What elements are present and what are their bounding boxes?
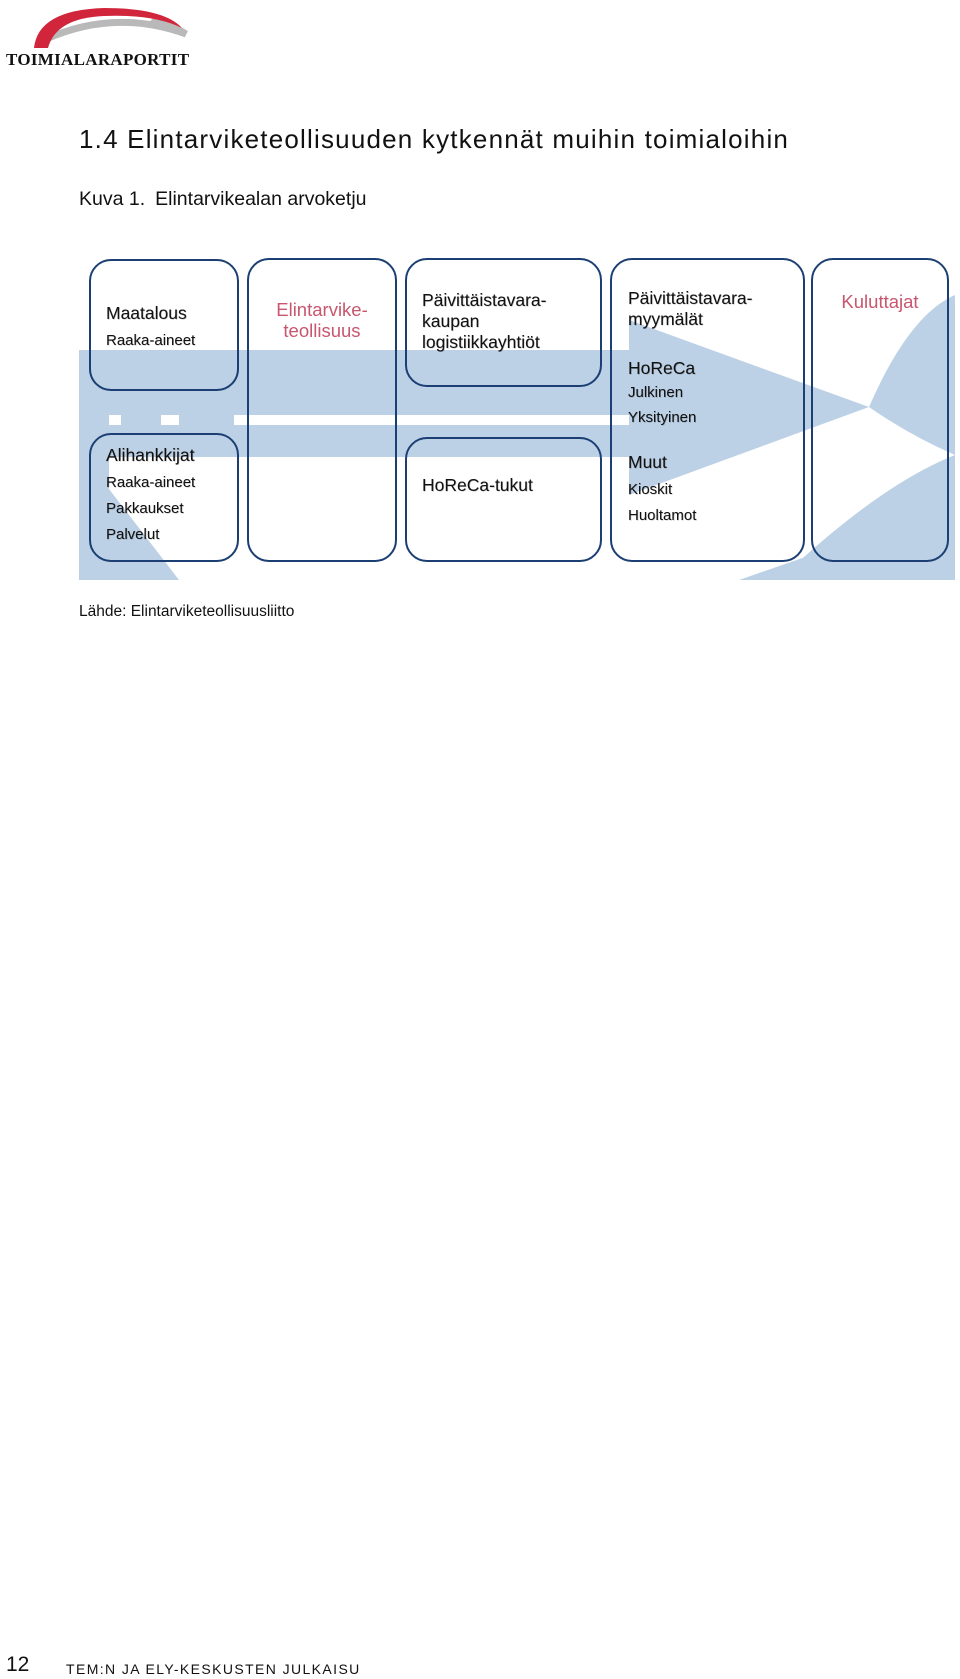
label-logistiikka-line1: Päivittäistavara-: [422, 290, 547, 310]
figure-caption: Kuva 1. Elintarvikealan arvoketju: [79, 188, 367, 211]
figure-title: Elintarvikealan arvoketju: [155, 188, 367, 210]
logo-arc-icon: [34, 8, 188, 48]
box-myymalat: [610, 258, 805, 562]
label-alihankkijat-item-3: Palvelut: [106, 526, 160, 543]
label-horeca-tukut: HoReCa-tukut: [422, 475, 533, 495]
label-logistiikka-line3: logistiikkayhtiöt: [422, 332, 540, 352]
page-number: 12: [6, 1653, 30, 1676]
label-teollisuus-line2: teollisuus: [283, 320, 361, 341]
figure-source: Lähde: Elintarviketeollisuusliitto: [79, 603, 295, 620]
footer-publication: TEM:N JA ELY-KESKUSTEN JULKAISU: [66, 1661, 361, 1677]
box-logistiikkayhtiot: [405, 258, 602, 387]
box-maatalous: [89, 259, 239, 391]
value-chain-diagram: Maatalous Raaka-aineet Alihankkijat Raak…: [79, 255, 955, 580]
label-muut-item-2: Huoltamot: [628, 507, 697, 524]
label-logistiikka-line2: kaupan: [422, 311, 480, 331]
label-horeca-item-1: Julkinen: [628, 384, 684, 401]
label-maatalous-item: Raaka-aineet: [106, 332, 196, 349]
box-elintarviketeollisuus: [247, 258, 397, 562]
label-maatalous: Maatalous: [106, 303, 187, 323]
section-heading: 1.4 Elintarviketeollisuuden kytkennät mu…: [79, 124, 790, 154]
box-horeca-tukut: [405, 437, 602, 562]
toimialaraportit-logo: TOIMIALARAPORTIT: [4, 4, 204, 74]
label-alihankkijat-item-2: Pakkaukset: [106, 500, 184, 517]
label-alihankkijat-item-1: Raaka-aineet: [106, 474, 196, 491]
label-myymalat-line2: myymälät: [628, 309, 703, 329]
box-alihankkijat: [89, 433, 239, 562]
label-muut: Muut: [628, 452, 667, 472]
label-horeca: HoReCa: [628, 358, 696, 378]
label-myymalat-line1: Päivittäistavara-: [628, 288, 753, 308]
label-kuluttajat: Kuluttajat: [841, 291, 919, 312]
logo-wordmark: TOIMIALARAPORTIT: [6, 50, 190, 69]
box-kuluttajat: [811, 258, 949, 562]
figure-number: Kuva 1.: [79, 188, 146, 210]
label-teollisuus-line1: Elintarvike-: [276, 299, 368, 320]
label-muut-item-1: Kioskit: [628, 481, 673, 498]
label-alihankkijat: Alihankkijat: [106, 445, 195, 465]
label-horeca-item-2: Yksityinen: [628, 409, 697, 426]
